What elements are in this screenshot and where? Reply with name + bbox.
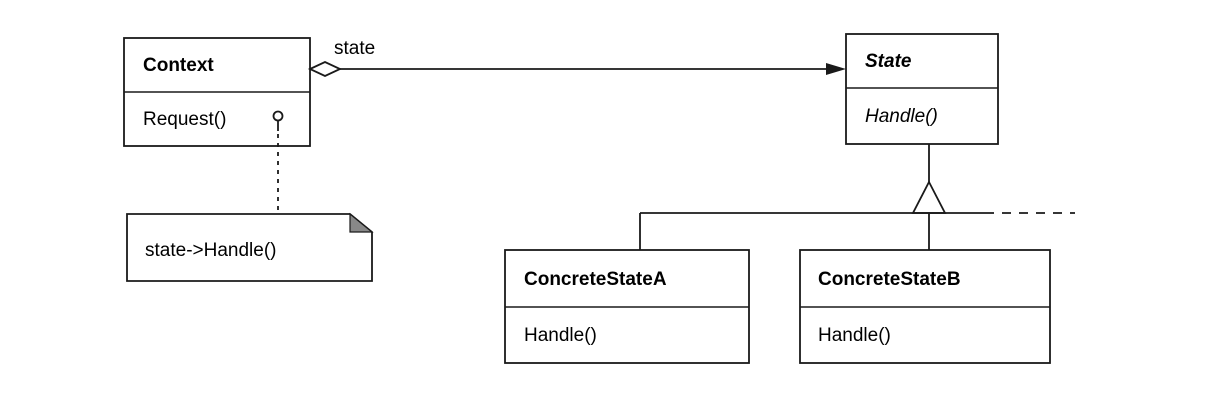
inheritance-triangle-icon [911, 180, 947, 214]
state-association[interactable]: state [307, 38, 846, 77]
aggregation-diamond-icon [307, 61, 343, 77]
state-class-name: State [865, 51, 912, 72]
concrete-state-b-handle-operation: Handle() [818, 325, 891, 346]
note-text: state->Handle() [145, 240, 276, 261]
concrete-state-b-name: ConcreteStateB [818, 269, 961, 290]
context-class-name: Context [143, 55, 214, 76]
association-arrowhead-icon [826, 63, 846, 75]
state-class[interactable]: State Handle() [845, 33, 999, 145]
implementation-note: state->Handle() [126, 212, 374, 282]
context-request-operation: Request() [143, 109, 226, 130]
concrete-state-a-handle-operation: Handle() [524, 325, 597, 346]
state-handle-operation: Handle() [865, 106, 938, 127]
note-anchor-icon [272, 110, 284, 131]
inheritance-hierarchy [639, 144, 1075, 250]
concrete-state-a-name: ConcreteStateA [524, 269, 667, 290]
concrete-state-b-class[interactable]: ConcreteStateB Handle() [799, 249, 1051, 364]
association-role-label: state [334, 38, 375, 59]
note-folded-corner-icon [349, 212, 374, 233]
concrete-state-a-class[interactable]: ConcreteStateA Handle() [504, 249, 750, 364]
context-class[interactable]: Context Request() [123, 37, 311, 147]
